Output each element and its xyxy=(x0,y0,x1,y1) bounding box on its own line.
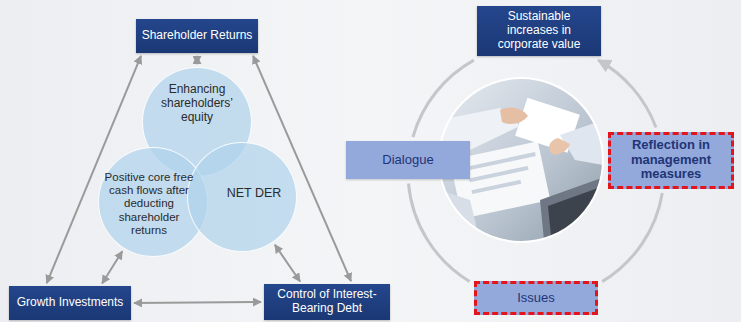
cycle-arc xyxy=(409,184,470,282)
double-arrow xyxy=(102,251,122,283)
process-box: Growth Investments xyxy=(9,286,131,320)
double-arrow xyxy=(134,302,261,303)
node-label: Growth Investments xyxy=(17,296,124,310)
process-box: Shareholder Returns xyxy=(136,19,258,53)
node-label: Enhancing shareholders’ equity xyxy=(149,83,245,124)
process-box: Dialogue xyxy=(346,141,470,179)
cycle-arc xyxy=(598,60,656,127)
circle-node: NET DER xyxy=(187,142,297,252)
node-label: NET DER xyxy=(214,186,294,200)
node-label: Issues xyxy=(517,291,555,306)
double-arrow xyxy=(196,56,198,64)
process-box: Issues xyxy=(474,281,598,315)
cycle-arc xyxy=(413,60,474,137)
process-box: Sustainable increases in corporate value xyxy=(477,6,601,56)
node-label: Sustainable increases in corporate value xyxy=(482,10,596,51)
cycle-arc xyxy=(602,193,662,282)
circle-node: Positive core free cash flows after dedu… xyxy=(98,147,208,257)
node-label: Shareholder Returns xyxy=(142,29,253,43)
node-label: Control of Interest-Bearing Debt xyxy=(269,288,385,316)
node-label: Positive core free cash flows after dedu… xyxy=(103,171,195,237)
node-label: Dialogue xyxy=(382,153,433,168)
double-arrow xyxy=(275,245,300,282)
node-label: Reflection in management measures xyxy=(615,138,727,183)
process-box: Control of Interest-Bearing Debt xyxy=(264,284,390,320)
process-box: Reflection in management measures xyxy=(608,132,734,189)
